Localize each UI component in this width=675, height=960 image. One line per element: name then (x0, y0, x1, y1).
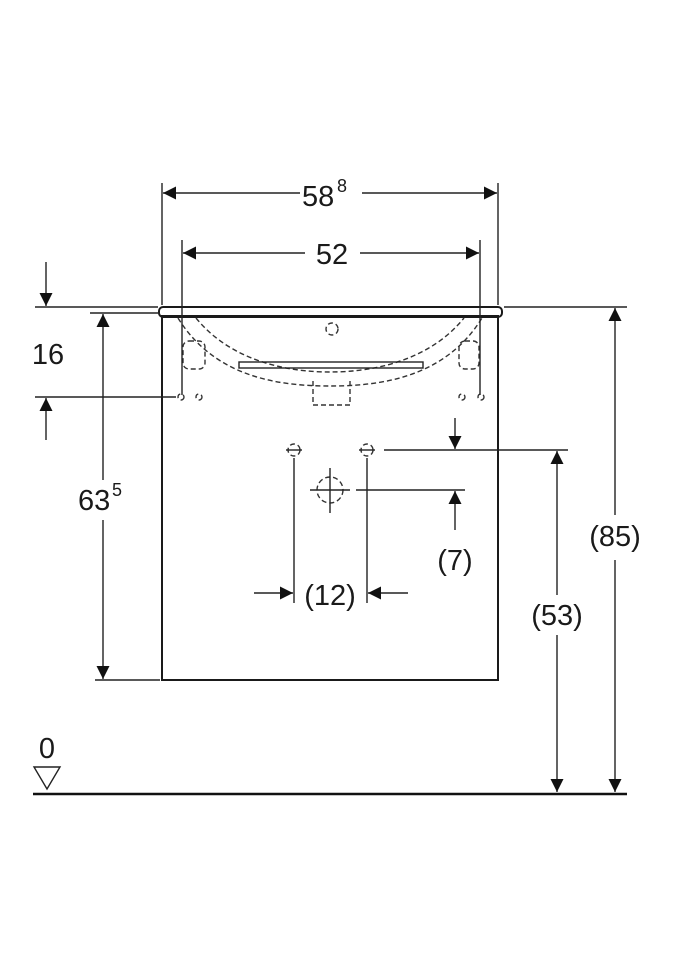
fixing-hole (195, 393, 203, 401)
dim-label: (53) (531, 600, 583, 632)
dim-label: 16 (32, 339, 64, 371)
overflow-slot (238, 361, 424, 369)
dim-top-thickness: 16 (32, 262, 176, 440)
basin-hidden-lines (177, 317, 485, 406)
fixing-hole (458, 393, 466, 401)
dim-label: (12) (304, 580, 356, 612)
dim-label-sup: 5 (112, 480, 122, 500)
dim-label-sup: 8 (337, 176, 347, 196)
left-fixing-lug (182, 340, 206, 370)
level-triangle-icon (32, 766, 62, 791)
dim-drain-offset: (7) (356, 418, 473, 577)
basin-inner-outline (195, 317, 465, 373)
drain-outlet (312, 381, 351, 406)
dim-cabinet-height: 63 5 (78, 312, 160, 681)
cabinet (158, 306, 503, 681)
floor-reference: 0 (32, 733, 627, 796)
dim-label: 58 (302, 181, 334, 213)
dim-supply-spacing: (12) (254, 458, 408, 612)
countertop (158, 306, 503, 318)
dim-label: (85) (589, 521, 641, 553)
floor-level-label: 0 (39, 733, 55, 765)
tap-hole (325, 322, 339, 336)
connection-points (286, 443, 375, 513)
dim-label: 63 (78, 485, 110, 517)
fixing-hole (477, 393, 485, 401)
basin-outline (177, 317, 483, 387)
dim-label: (7) (437, 545, 472, 577)
right-fixing-lug (458, 340, 480, 370)
dim-basin-width: 52 (181, 239, 481, 395)
fixing-hole (177, 393, 185, 401)
dim-outer-width: 58 8 (161, 176, 499, 305)
dim-overall-height: (85) (504, 306, 641, 792)
dim-supply-height: (53) (384, 449, 583, 792)
dim-label: 52 (316, 239, 348, 271)
